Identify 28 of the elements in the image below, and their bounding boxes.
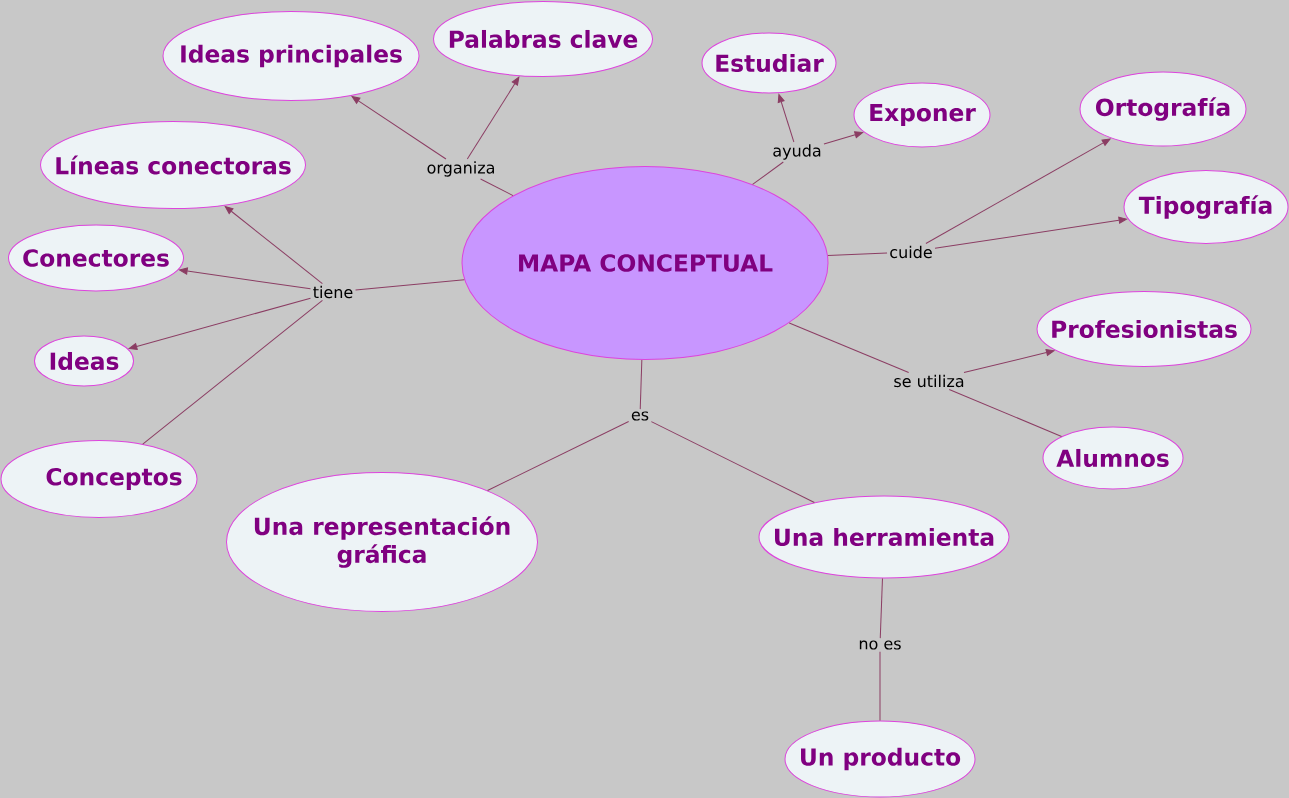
connector-line xyxy=(752,161,784,185)
connector-line xyxy=(487,421,630,491)
connector-line xyxy=(480,178,514,197)
arrow xyxy=(925,138,1111,245)
connector-line xyxy=(639,359,643,410)
connector-line xyxy=(355,279,465,291)
connector-line xyxy=(788,322,910,374)
connector-line xyxy=(827,252,888,256)
arrow xyxy=(823,131,864,145)
arrow xyxy=(466,76,520,160)
connector-line xyxy=(948,388,1063,437)
linking-phrase: es xyxy=(631,411,649,421)
linking-phrase: ayuda xyxy=(773,144,821,160)
connector-line xyxy=(879,651,881,721)
arrow xyxy=(179,267,311,290)
connector-line xyxy=(142,299,323,445)
connector-line xyxy=(879,578,883,639)
arrow xyxy=(351,96,447,160)
connector-line xyxy=(650,421,815,503)
linking-phrase: se utiliza xyxy=(894,374,964,388)
arrow xyxy=(963,349,1055,374)
linking-phrase: cuide xyxy=(890,245,932,259)
linking-phrase: no es xyxy=(859,640,901,650)
arrow xyxy=(934,216,1128,249)
arrow xyxy=(224,205,323,285)
arrow xyxy=(777,94,795,143)
linking-phrase: tiene xyxy=(313,285,353,299)
arrow xyxy=(128,297,311,350)
